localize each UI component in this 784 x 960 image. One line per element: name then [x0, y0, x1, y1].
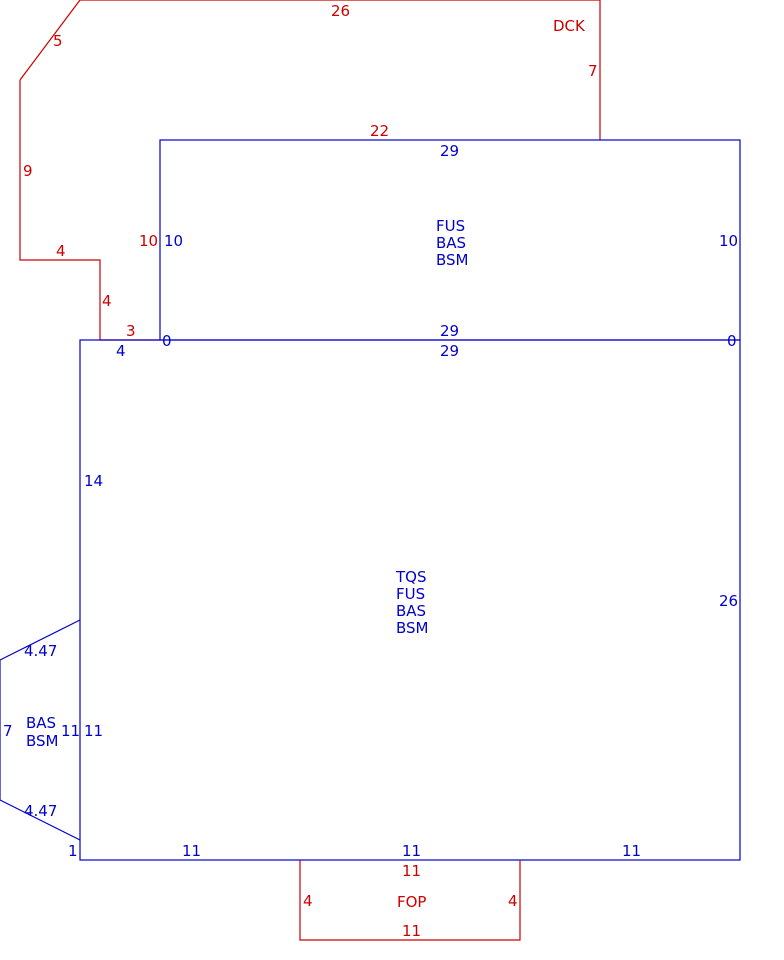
deck-left-dim: 9 — [23, 162, 33, 180]
bay-outline — [0, 619, 81, 841]
upper-room-label-1: FUS — [436, 217, 465, 235]
porch-bottom-dim: 11 — [402, 922, 421, 940]
deck-right-dim: 7 — [588, 62, 598, 80]
main-room-bottom-right-dim: 11 — [622, 842, 641, 860]
upper-room-top-dim: 29 — [440, 142, 459, 160]
main-room-right-dim: 26 — [719, 592, 738, 610]
deck-diag-dim: 5 — [53, 32, 63, 50]
deck-bottom-long-dim: 22 — [370, 122, 389, 140]
deck-top-dim: 26 — [331, 2, 350, 20]
main-room-top-dim: 29 — [440, 342, 459, 360]
main-room-label-3: BAS — [396, 602, 426, 620]
main-room-outline — [79, 339, 741, 861]
upper-room-right-corner-dim: 0 — [727, 332, 737, 350]
bay-label-2: BSM — [26, 732, 59, 750]
upper-room-label-2: BAS — [436, 234, 466, 252]
deck-step-top-dim: 4 — [56, 242, 66, 260]
porch-right-dim: 4 — [508, 892, 518, 910]
deck-outline — [19, 0, 601, 341]
main-room-top-left-dim: 4 — [116, 342, 126, 360]
main-room-label-4: BSM — [396, 619, 429, 637]
bay-top-dim: 4.47 — [24, 642, 57, 660]
main-room-left-lower-dim: 11 — [84, 722, 103, 740]
main-room-left-dim: 14 — [84, 472, 103, 490]
deck-bottom-short-dim: 3 — [126, 322, 136, 340]
bay-bottom-dim: 4.47 — [24, 802, 57, 820]
deck-step-right-dim: 4 — [102, 292, 112, 310]
main-room-corner-dim: 1 — [68, 842, 78, 860]
upper-room-left-dim: 10 — [164, 232, 183, 250]
bay-left-dim: 7 — [3, 722, 13, 740]
porch-name-label: FOP — [397, 893, 426, 911]
upper-room-left-corner-dim: 0 — [162, 332, 172, 350]
deck-inner-left-dim: 10 — [139, 232, 158, 250]
main-room-bottom-mid-dim: 11 — [402, 842, 421, 860]
bay-right-dim: 11 — [61, 722, 80, 740]
main-room-label-1: TQS — [395, 568, 427, 586]
upper-room-label-3: BSM — [436, 251, 469, 269]
main-room-bottom-left-dim: 11 — [182, 842, 201, 860]
main-room-label-2: FUS — [396, 585, 425, 603]
deck-name-label: DCK — [553, 17, 586, 35]
porch-outline — [299, 860, 521, 941]
upper-room-bottom-dim: 29 — [440, 322, 459, 340]
porch-top-dim: 11 — [402, 862, 421, 880]
bay-label-1: BAS — [26, 714, 56, 732]
porch-left-dim: 4 — [303, 892, 313, 910]
upper-room-right-dim: 10 — [719, 232, 738, 250]
